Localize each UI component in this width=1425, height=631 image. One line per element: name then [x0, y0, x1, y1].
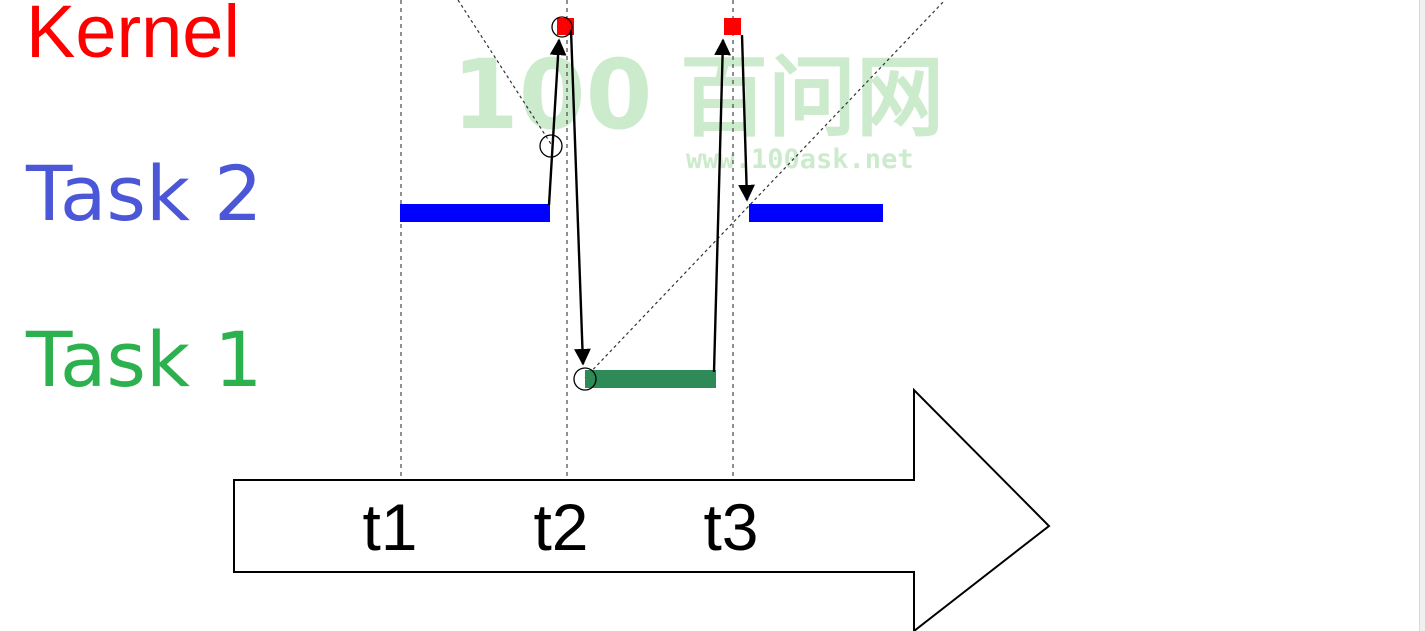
- circle-task1-start: [573, 367, 597, 391]
- arrow-task2-to-kernel: [547, 38, 567, 206]
- watermark-chinese: 百问网: [680, 46, 944, 149]
- task2-bar-after-t3: [749, 204, 883, 222]
- watermark: 100 百问网 www.100ask.net: [452, 39, 944, 175]
- task1-bar: [585, 370, 716, 388]
- circle-kernel-t2: [551, 16, 573, 38]
- task2-bar-before-t2: [400, 204, 550, 222]
- tick-label-t1: t1: [362, 490, 417, 564]
- diagonal-guide-left: [457, 0, 552, 145]
- timeline-arrow: [233, 387, 1051, 631]
- arrow-task1-to-kernel: [712, 38, 731, 373]
- row-label-kernel: Kernel: [26, 0, 240, 73]
- window-scroll-strip[interactable]: [1419, 0, 1425, 631]
- row-label-task1: Task 1: [25, 315, 263, 404]
- arrow-kernel-to-task1: [569, 29, 591, 366]
- tick-label-t3: t3: [703, 490, 758, 564]
- kernel-marker-t2: [557, 18, 574, 35]
- diagonal-guide-right: [584, 0, 946, 379]
- watermark-url: www.100ask.net: [686, 144, 914, 175]
- watermark-number: 100: [452, 39, 652, 151]
- arrow-kernel-to-task2: [738, 34, 755, 202]
- tick-label-t2: t2: [533, 490, 588, 564]
- kernel-marker-t3: [724, 18, 741, 35]
- row-label-task2: Task 2: [25, 149, 263, 238]
